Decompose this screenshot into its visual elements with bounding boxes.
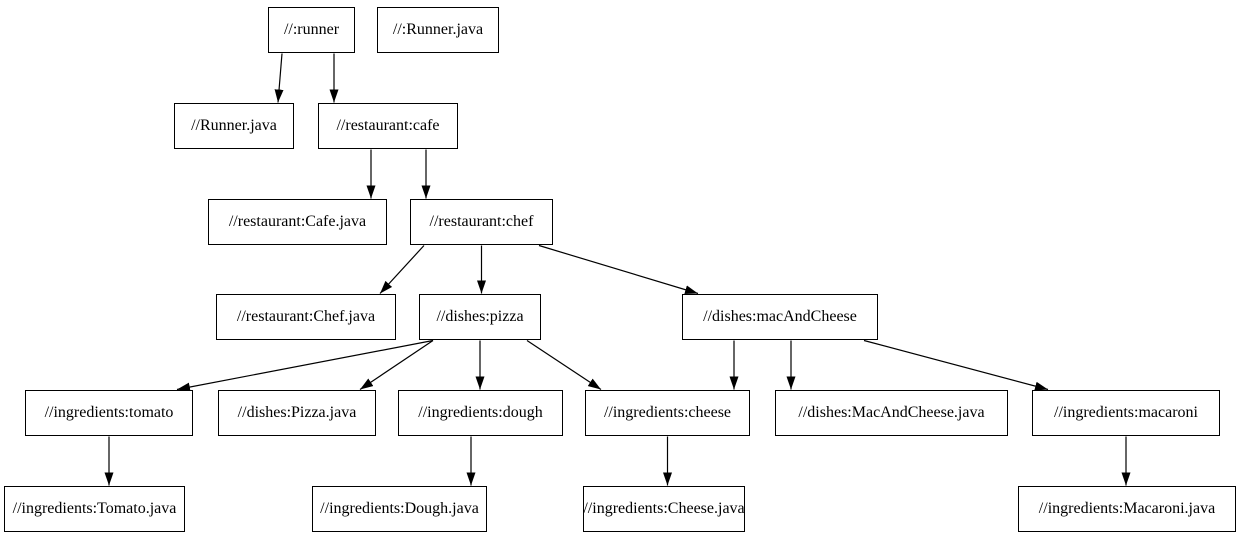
edge-chef-to-chef_java: [379, 245, 425, 294]
node-label: //:runner: [283, 21, 340, 38]
node-chef_java: //restaurant:Chef.java: [216, 294, 396, 340]
node-cafe: //restaurant:cafe: [318, 103, 458, 149]
node-label: //ingredients:Dough.java: [320, 500, 479, 517]
node-macandcheese: //dishes:macAndCheese: [682, 294, 878, 340]
node-dough: //ingredients:dough: [398, 390, 563, 436]
node-pizza_java: //dishes:Pizza.java: [218, 390, 376, 436]
node-pizza: //dishes:pizza: [419, 294, 541, 340]
edge-pizza-to-tomato: [176, 339, 434, 392]
node-label: //Runner.java: [191, 117, 277, 134]
edge-pizza-to-pizza_java: [359, 340, 434, 390]
node-cheese: //ingredients:cheese: [585, 390, 750, 436]
node-runner_java: //Runner.java: [174, 103, 294, 149]
edge-runner-to-runner_java: [274, 53, 284, 103]
node-dough_java: //ingredients:Dough.java: [312, 486, 487, 532]
node-tomato: //ingredients:tomato: [25, 390, 193, 436]
edge-chef-to-macandcheese: [538, 244, 699, 295]
edge-pizza-to-cheese: [526, 339, 602, 391]
node-label: //restaurant:Cafe.java: [228, 213, 367, 230]
node-cheese_java: //ingredients:Cheese.java: [583, 486, 745, 532]
node-label: //restaurant:chef: [429, 213, 534, 230]
node-label: //ingredients:macaroni: [1054, 404, 1198, 421]
node-macaroni: //ingredients:macaroni: [1032, 390, 1220, 436]
node-label: //dishes:macAndCheese: [703, 308, 857, 325]
node-label: //ingredients:cheese: [603, 404, 732, 421]
node-chef: //restaurant:chef: [410, 199, 553, 245]
node-label: //dishes:Pizza.java: [237, 404, 357, 421]
node-label: //restaurant:cafe: [336, 117, 440, 134]
node-label: //dishes:pizza: [436, 308, 524, 325]
node-label: //ingredients:tomato: [44, 404, 174, 421]
node-label: //dishes:MacAndCheese.java: [798, 404, 985, 421]
node-macandcheese_java: //dishes:MacAndCheese.java: [775, 390, 1008, 436]
node-label: //ingredients:Cheese.java: [583, 500, 745, 517]
edge-macandcheese-to-macaroni: [863, 339, 1049, 391]
node-tomato_java: //ingredients:Tomato.java: [4, 486, 185, 532]
node-runner: //:runner: [268, 7, 355, 53]
node-label: //restaurant:Chef.java: [236, 308, 376, 325]
node-macaroni_java: //ingredients:Macaroni.java: [1018, 486, 1236, 532]
node-label: //ingredients:Macaroni.java: [1038, 500, 1216, 517]
node-cafe_java: //restaurant:Cafe.java: [208, 199, 387, 245]
node-runner_java_top: //:Runner.java: [377, 7, 499, 53]
node-label: //:Runner.java: [392, 21, 484, 38]
node-label: //ingredients:dough: [418, 404, 543, 421]
node-label: //ingredients:Tomato.java: [12, 500, 177, 517]
